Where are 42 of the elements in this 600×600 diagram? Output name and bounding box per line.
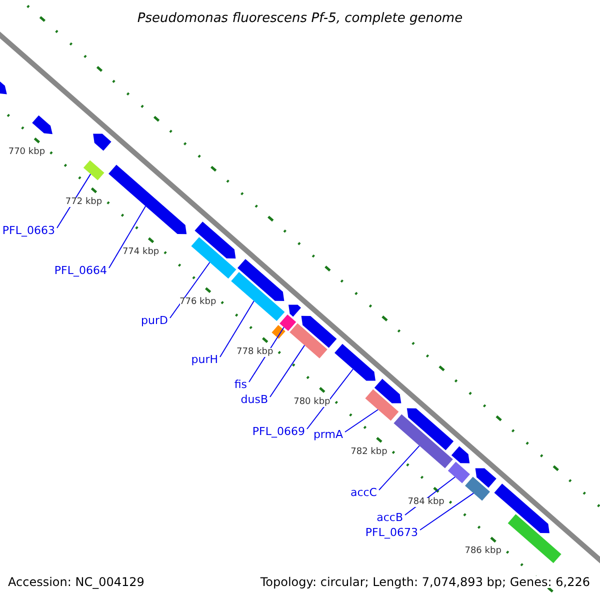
gene-block [231,272,285,321]
leader-line [378,445,420,490]
leader-line [270,344,306,398]
scale-label: 782 kbp [350,448,388,457]
scale-label: 784 kbp [408,498,444,507]
leader-line [306,368,354,430]
scale-label: 776 kbp [180,298,216,307]
scale-label: 770 kbp [8,148,46,158]
gene-block [365,389,399,421]
accession-text: Accession: NC_004129 [8,576,144,588]
gene-block [334,344,376,381]
genome-info-text: Topology: circular; Length: 7,074,893 bp; Genes: 6,226 [260,576,590,588]
scale-label: 772 kbp [65,198,102,208]
gene-label: purD [141,315,168,326]
gene-label: prmA [313,429,343,440]
gene-block [108,164,187,234]
gene-label: accB [376,512,403,523]
leader-line [344,409,378,432]
gene-label: purH [191,354,218,365]
gene-label: PFL_0664 [54,265,107,276]
gene-block [83,160,104,180]
gene-block [280,314,296,331]
gene-label: accC [350,487,377,498]
gene-block [465,476,490,501]
gene-block [191,237,236,279]
leader-line [220,300,254,358]
scale-label: 774 kbp [122,248,160,257]
gene-label: PFL_0663 [2,225,55,236]
gene-label: fis [234,379,247,390]
gene-label: PFL_0673 [365,527,418,538]
leader-line [170,262,210,318]
gene-label: dusB [240,394,268,405]
gene-block [394,414,453,468]
gene-label: PFL_0669 [252,426,305,437]
scale-label: 780 kbp [294,398,330,407]
gene-block [290,323,328,358]
chart-title: Pseudomonas fluorescens Pf-5, complete genome [136,12,464,25]
leader-line [108,206,146,268]
scale-label: 778 kbp [236,348,274,357]
leader-line [420,492,474,530]
scale-label: 786 kbp [464,547,502,556]
gene-block [448,462,470,484]
